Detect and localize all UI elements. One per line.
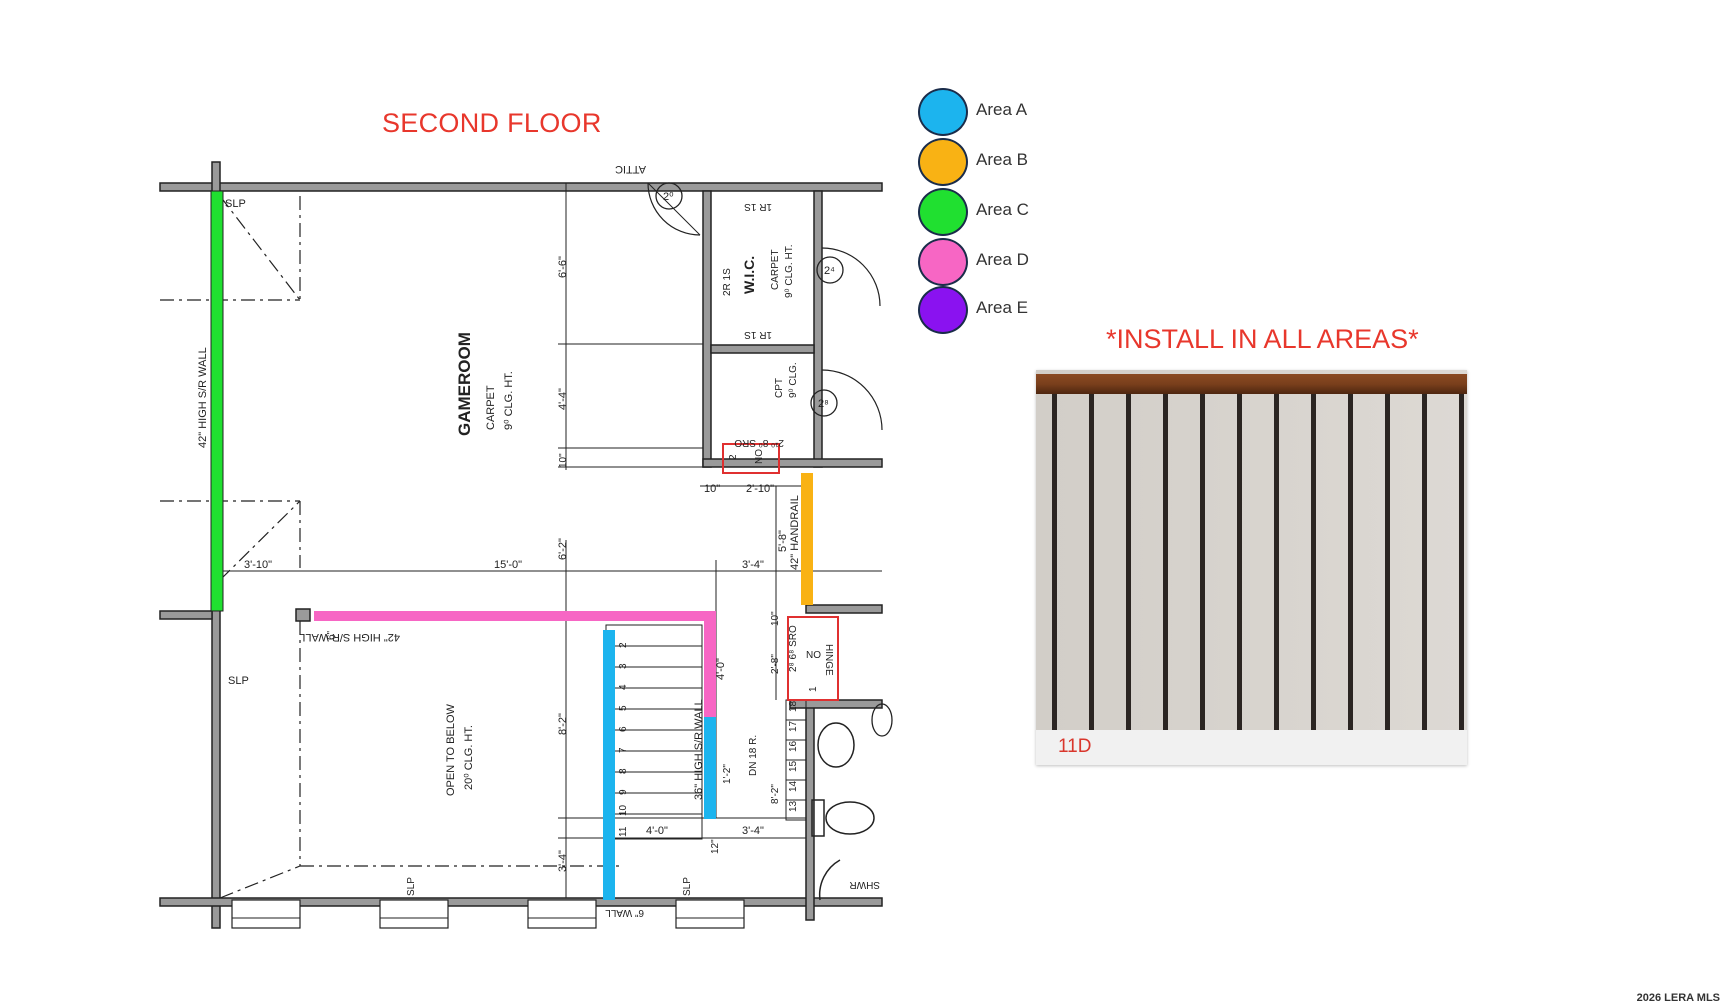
door-tag-1: 2⁰	[663, 191, 674, 203]
legend-swatch-area-a	[918, 88, 968, 136]
dim-10a: 10"	[558, 453, 569, 468]
handrail-note: 42" HANDRAIL	[789, 495, 801, 570]
dim-10b: 10"	[704, 483, 720, 495]
gameroom-ceiling: 9⁰ CLG. HT.	[503, 371, 515, 430]
railing-code: 11D	[1058, 736, 1092, 757]
stair-no-1: 1	[808, 686, 819, 692]
slp-label-3: SLP	[406, 877, 417, 896]
floor-title: SECOND FLOOR	[382, 108, 602, 138]
open-below-ceiling: 20⁰ CLG. HT.	[463, 725, 475, 790]
wic-ceiling: 9⁰ CLG. HT.	[784, 245, 795, 298]
wic-label: W.I.C.	[741, 256, 757, 294]
dim-4-0b: 4'-0"	[646, 825, 668, 837]
area-d-rail-vertical	[704, 611, 716, 717]
stair-number: 9	[618, 789, 629, 795]
railing-sample: 11D	[1036, 370, 1467, 765]
left-wall-note: 42" HIGH S/R WALL	[197, 347, 209, 448]
railing-areas	[210, 190, 813, 900]
dim-6-2: 6'-2"	[557, 538, 569, 560]
legend-swatch-area-d	[918, 238, 968, 286]
door-tag-2: 2⁴	[824, 265, 835, 277]
dim-6-6: 6'-6"	[557, 256, 569, 278]
attic-label: ATTIC	[615, 163, 646, 175]
dim-3-4a: 3'-4"	[557, 850, 569, 872]
stair-number: 2	[618, 642, 629, 648]
dim-2-8: 2'-8"	[770, 654, 781, 674]
install-note: *INSTALL IN ALL AREAS*	[1106, 324, 1419, 354]
stair-number: 15	[788, 760, 799, 772]
mid-wall-note: 42" HIGH S/R WALL	[299, 631, 400, 643]
area-a-rail-short	[704, 717, 716, 819]
watermark: 2026 LERA MLS	[1636, 992, 1720, 1004]
sro2-label: 2⁸ 6⁸ SRO	[788, 625, 799, 672]
area-d-rail	[314, 611, 716, 621]
stair-number: 16	[788, 740, 799, 752]
area-c-rail	[210, 190, 224, 612]
balusters	[1052, 394, 1464, 730]
slp-label-4: SLP	[682, 877, 693, 896]
sro-label: 2¹⁰ 8⁰ SRO	[734, 437, 784, 448]
dim-4-0a: 4'-0"	[715, 658, 727, 680]
dim-1-2: 1'-2"	[722, 764, 733, 784]
gameroom-finish: CARPET	[485, 385, 497, 430]
dim-8-2b: 8'-2"	[770, 784, 781, 804]
legend-label: Area C	[976, 200, 1029, 219]
legend-swatch-area-e	[918, 286, 968, 334]
dim-2-10: 2'-10"	[746, 483, 774, 495]
hinge-label: HINGE	[823, 644, 834, 676]
stair-number: 7	[618, 747, 629, 753]
shelf-label-top: 1R 1S	[744, 201, 772, 212]
legend-label: Area E	[976, 298, 1028, 317]
stair-number: 13	[788, 800, 799, 812]
half-wall-note: 6" WALL	[605, 907, 644, 918]
plan-text: GAMEROOM CARPET 9⁰ CLG. HT. W.I.C. CARPE…	[197, 163, 880, 918]
stair-number: 10	[618, 804, 629, 816]
railing-illustration	[1036, 370, 1467, 765]
legend-label: Area A	[976, 100, 1028, 119]
wic-finish: CARPET	[770, 249, 781, 290]
dn-label: DN 18 R.	[748, 735, 759, 776]
stair-number: 8	[618, 768, 629, 774]
slp-label-1: SLP	[225, 198, 246, 210]
area-a-rail	[603, 630, 615, 900]
shwr-label: SHWR	[849, 879, 880, 890]
no-label-2: NO	[806, 650, 821, 661]
shelf-label-bottom: 1R 1S	[744, 329, 772, 340]
shelf-label-side: 2R 1S	[722, 268, 733, 296]
legend-swatch-area-b	[918, 138, 968, 186]
slp-label-2: SLP	[228, 675, 249, 687]
dim-3-4b: 3'-4"	[742, 559, 764, 571]
stair-number: 3	[618, 663, 629, 669]
area-b-rail	[801, 473, 813, 605]
gameroom-label: GAMEROOM	[455, 332, 474, 436]
closet-finish: CPT	[774, 378, 785, 398]
dim-8-2: 8'-2"	[557, 713, 569, 735]
legend-label: Area D	[976, 250, 1029, 269]
no-label-1: NO	[754, 449, 765, 464]
stair-number: 17	[788, 720, 799, 732]
dim-3-4c: 3'-4"	[742, 825, 764, 837]
stair-number: 18	[788, 700, 799, 712]
open-below-label: OPEN TO BELOW	[445, 703, 457, 796]
dim-4-4: 4'-4"	[557, 388, 569, 410]
stair-no-2: 2	[728, 454, 739, 460]
legend-swatch-area-c	[918, 188, 968, 236]
dim-6: 6"	[326, 630, 337, 640]
stair-number: 5	[618, 705, 629, 711]
stair-number: 14	[788, 780, 799, 792]
stair-number: 6	[618, 726, 629, 732]
closet-ceiling: 9⁰ CLG.	[788, 362, 799, 398]
dim-12: 12"	[710, 839, 721, 854]
dim-15-0: 15'-0"	[494, 559, 522, 571]
stair-wall-note: 36" HIGH S/R WALL	[693, 699, 705, 800]
door-tag-3: 2⁸	[818, 398, 829, 410]
stair-number: 11	[618, 826, 629, 837]
stair-number: 4	[618, 684, 629, 690]
dim-5-8: 5'-8"	[777, 530, 789, 552]
dim-10c: 10"	[770, 611, 781, 626]
legend-label: Area B	[976, 150, 1028, 169]
dim-3-10: 3'-10"	[244, 559, 272, 571]
